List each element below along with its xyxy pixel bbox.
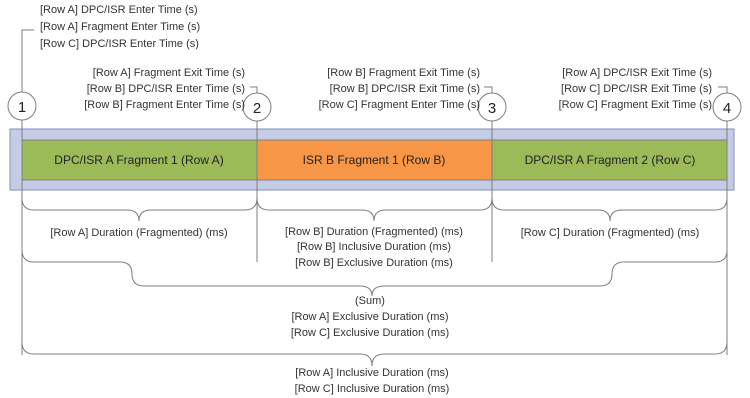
brace-inclusive <box>21 341 728 367</box>
fragment-label-row-c: DPC/ISR A Fragment 2 (Row C) <box>525 153 696 167</box>
marker2-label-3: [Row B] Fragment Enter Time (s) <box>84 99 245 111</box>
fragment-label-row-a: DPC/ISR A Fragment 1 (Row A) <box>54 153 223 167</box>
fragment-box-row-a <box>21 139 258 181</box>
marker-circle-1 <box>7 91 37 121</box>
brace-sum <box>21 249 728 297</box>
marker2-label-2: [Row B] DPC/ISR Enter Time (s) <box>87 83 245 95</box>
marker3-label-3: [Row C] Fragment Enter Time (s) <box>319 99 480 111</box>
marker-circle-4 <box>712 92 742 122</box>
brace-row-a <box>21 197 258 222</box>
row-b-inclusive-label: [Row B] Inclusive Duration (ms) <box>297 241 451 253</box>
marker-number-1: 1 <box>18 99 26 116</box>
leader-line-2 <box>250 86 258 94</box>
marker-number-4: 4 <box>723 100 731 117</box>
row-b-duration-label: [Row B] Duration (Fragmented) (ms) <box>285 226 463 238</box>
marker2-label-1: [Row A] Fragment Exit Time (s) <box>93 67 245 79</box>
marker-number-3: 3 <box>488 100 496 117</box>
row-a-inclusive-label: [Row A] Inclusive Duration (ms) <box>295 367 448 379</box>
marker4-label-1: [Row A] DPC/ISR Exit Time (s) <box>562 67 712 79</box>
leader-line-1 <box>21 29 34 93</box>
marker4-label-2: [Row C] DPC/ISR Exit Time (s) <box>561 83 712 95</box>
row-b-exclusive-label: [Row B] Exclusive Duration (ms) <box>295 257 453 269</box>
row-c-inclusive-label: [Row C] Inclusive Duration (ms) <box>295 383 450 395</box>
marker1-label-1: [Row A] DPC/ISR Enter Time (s) <box>40 4 198 16</box>
sum-label: (Sum) <box>355 295 385 307</box>
marker-circle-3 <box>477 92 507 122</box>
brace-row-c <box>491 197 728 222</box>
row-c-duration-label: [Row C] Duration (Fragmented) (ms) <box>521 227 700 239</box>
marker4-label-3: [Row C] Fragment Exit Time (s) <box>559 99 712 111</box>
marker1-label-2: [Row A] Fragment Enter Time (s) <box>40 21 200 33</box>
marker-number-2: 2 <box>253 100 261 117</box>
fragment-box-row-c <box>491 139 728 181</box>
marker3-label-1: [Row B] Fragment Exit Time (s) <box>327 67 480 79</box>
marker-circle-2 <box>242 92 272 122</box>
fragment-label-row-b: ISR B Fragment 1 (Row B) <box>303 153 446 167</box>
fragment-box-row-b <box>256 139 493 181</box>
row-c-exclusive-label: [Row C] Exclusive Duration (ms) <box>291 327 449 339</box>
brace-row-b <box>256 197 493 222</box>
leader-line-4 <box>718 86 728 94</box>
marker3-label-2: [Row B] DPC/ISR Exit Time (s) <box>330 83 480 95</box>
leader-line-3 <box>484 86 493 94</box>
row-a-exclusive-label: [Row A] Exclusive Duration (ms) <box>291 311 448 323</box>
row-a-duration-label: [Row A] Duration (Fragmented) (ms) <box>50 227 227 239</box>
marker1-label-3: [Row C] DPC/ISR Enter Time (s) <box>40 38 199 50</box>
